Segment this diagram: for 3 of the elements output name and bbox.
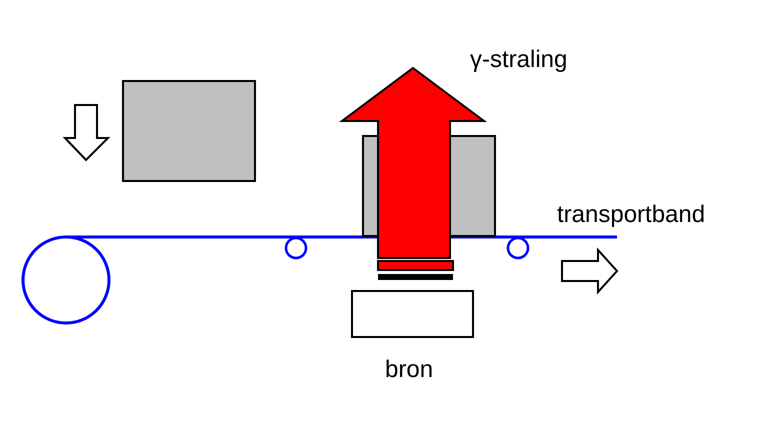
radiation-label: γ-straling — [470, 48, 568, 72]
source-label: bron — [385, 358, 434, 382]
conveyor-label: transportband — [557, 203, 706, 227]
